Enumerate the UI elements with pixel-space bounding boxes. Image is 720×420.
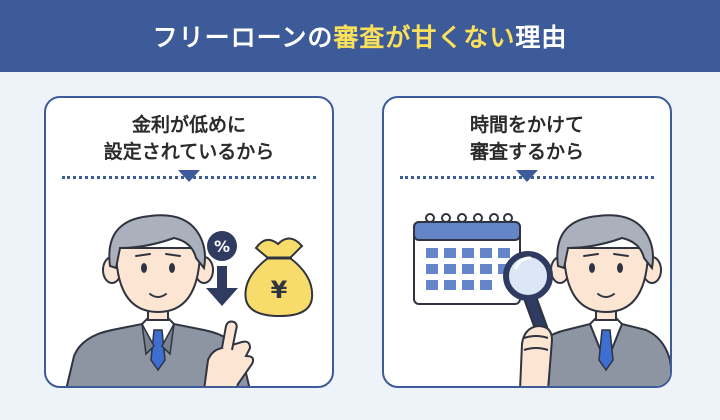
down-arrow-icon [206,266,238,306]
title-highlight: 審査が甘くない [333,23,516,52]
title-part-1: フリーローンの [152,23,334,52]
caption-line-1: 時間をかけて [469,114,584,136]
percent-label: % [214,237,230,256]
money-bag-icon: ¥ [244,237,314,318]
yen-label: ¥ [271,276,288,304]
percent-icon: % [207,231,237,261]
card-caption: 金利が低めに 設定されているから [46,112,332,166]
magnifier-icon [503,251,554,386]
businessman-illustration [65,214,255,386]
page-title: フリーローンの 審査が甘くない 理由 [153,18,568,54]
businessman-illustration [523,214,670,386]
calendar-icon [413,213,521,305]
caption-line-2: 審査するから [469,141,584,163]
pointer-triangle-icon [516,170,538,182]
reason-card-careful-review: 時間をかけて 審査するから [382,96,672,388]
title-banner: フリーローンの 審査が甘くない 理由 [0,0,720,72]
card-caption: 時間をかけて 審査するから [384,112,670,166]
pointer-triangle-icon [178,170,200,182]
reason-card-low-interest: 金利が低めに 設定されているから [44,96,334,388]
caption-line-1: 金利が低めに [131,114,246,136]
title-part-2: 理由 [515,23,568,52]
percent-down-group: % ¥ [206,231,314,318]
caption-line-2: 設定されているから [103,141,275,163]
